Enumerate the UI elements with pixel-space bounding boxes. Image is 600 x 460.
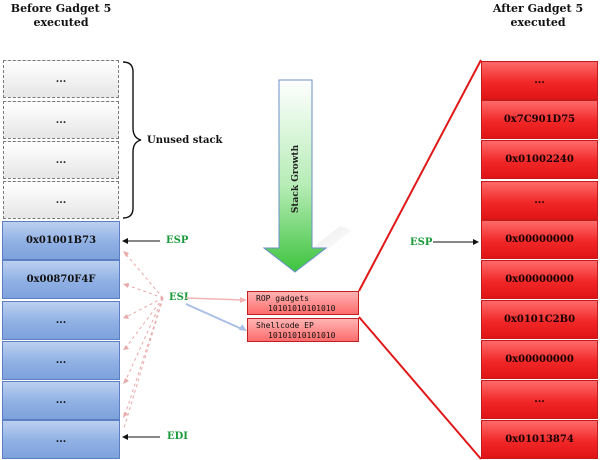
unused-stack-cell: ... bbox=[3, 181, 119, 219]
unused-stack-brace bbox=[122, 61, 142, 219]
esp-label-right: ESP bbox=[410, 237, 433, 248]
after-stack-cell: 0x00000000 bbox=[481, 340, 598, 379]
after-stack-cell-esp: 0x00000000 bbox=[481, 220, 598, 259]
before-title: Before Gadget 5 executed bbox=[10, 2, 112, 29]
after-stack-cell: 0x00000000 bbox=[481, 260, 598, 299]
stack-cell: ... bbox=[2, 381, 120, 420]
stack-cell-esp: 0x01001B73 bbox=[2, 221, 120, 260]
esi-to-shellcode-arrow-icon bbox=[185, 303, 245, 331]
after-stack-cell: ... bbox=[481, 61, 598, 100]
growth-arrow-icon bbox=[262, 79, 328, 273]
after-title: After Gadget 5 executed bbox=[492, 2, 584, 29]
after-stack-cell: 0x01002240 bbox=[481, 140, 598, 179]
esi-label: ESI bbox=[169, 292, 189, 303]
stack-growth-label: Stack Growth bbox=[291, 144, 301, 214]
stack-cell: ... bbox=[2, 301, 120, 340]
stack-cell: ... bbox=[2, 341, 120, 380]
shellcode-label: Shellcode EP bbox=[256, 321, 314, 330]
after-stack-cell: 0x0101C2B0 bbox=[481, 300, 598, 339]
esi-to-rop-arrow-icon bbox=[185, 297, 245, 301]
after-stack-cell: 0x7C901D75 bbox=[481, 100, 598, 139]
rop-gadgets-bits: 10101010101010 bbox=[268, 304, 336, 313]
rop-gadgets-box: ROP gadgets 10101010101010 bbox=[247, 291, 359, 315]
rop-gadgets-label: ROP gadgets bbox=[256, 294, 309, 303]
esp-label-left: ESP bbox=[166, 235, 189, 246]
stack-cell-edi: ... bbox=[2, 420, 120, 459]
unused-stack-cell: ... bbox=[3, 101, 119, 139]
unused-stack-cell: ... bbox=[3, 141, 119, 179]
edi-label: EDI bbox=[167, 431, 188, 442]
after-stack-cell: ... bbox=[481, 380, 598, 419]
esi-pointer-arrowheads bbox=[123, 251, 129, 418]
unused-stack-label: Unused stack bbox=[147, 135, 223, 146]
unused-stack-cell: ... bbox=[3, 60, 119, 98]
shellcode-bits: 10101010101010 bbox=[268, 331, 336, 340]
after-stack-cell: ... bbox=[481, 181, 598, 220]
esi-pointer-arrows bbox=[123, 251, 164, 429]
stack-cell-esi: 0x00870F4F bbox=[2, 260, 120, 299]
zoom-line-bottom bbox=[358, 316, 482, 460]
zoom-line-top bbox=[358, 59, 482, 292]
shellcode-box: Shellcode EP 10101010101010 bbox=[247, 318, 359, 342]
after-stack-cell: 0x01013874 bbox=[481, 420, 598, 459]
